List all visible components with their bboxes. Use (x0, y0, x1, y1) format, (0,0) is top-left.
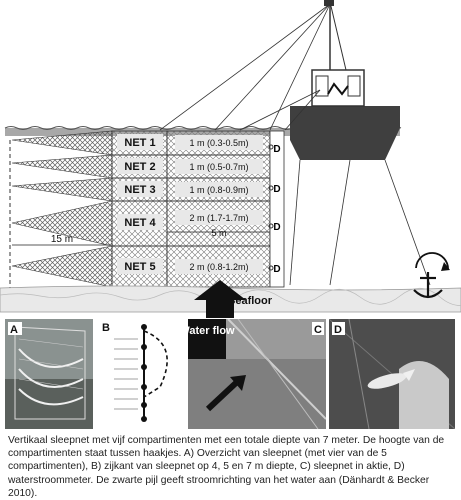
depth-label-2: 1 m (0.5-0.7m) (189, 162, 248, 172)
water-flow-arrow (194, 280, 246, 318)
depth-label-4: 2 m (1.7-1.7m) (189, 213, 248, 223)
meter-label-2: D (273, 184, 280, 195)
panel-a-letter: A (10, 324, 18, 336)
depth-label-5: 2 m (0.8-1.2m) (189, 262, 248, 272)
panel-b-letter: B (102, 322, 110, 334)
net-cone-3 (11, 177, 113, 202)
net-stack: NET 1 NET 2 NET 3 NET 4 NET 5 1 m (0.3-0… (11, 130, 271, 288)
net-label-2: NET 2 (124, 161, 155, 173)
meter-label-1: D (273, 144, 280, 155)
anchor-icon (413, 252, 450, 299)
meter-label-4: D (273, 264, 280, 275)
depth-label-1: 1 m (0.3-0.5m) (189, 138, 248, 148)
net-label-3: NET 3 (124, 184, 155, 196)
tow-lines (159, 3, 431, 286)
panel-a: A (5, 319, 93, 429)
net-label-4: NET 4 (124, 217, 156, 229)
depth-label-3: 1 m (0.8-0.9m) (189, 185, 248, 195)
panel-b: B (96, 319, 186, 429)
panel-d: D (329, 319, 455, 429)
figure-caption: Vertikaal sleepnet met vijf compartiment… (8, 435, 445, 499)
net-cone-2 (11, 154, 113, 179)
panel-c-letter: C (314, 324, 322, 336)
mid-dimension-label: 5 m (211, 228, 226, 238)
meter-label-3: D (273, 222, 280, 233)
boat (290, 0, 400, 160)
panel-c: Water flow C (188, 319, 326, 429)
flow-meter-column: D D D D (268, 130, 285, 288)
net-label-5: NET 5 (124, 261, 155, 273)
panel-d-letter: D (334, 324, 342, 336)
length-dimension-label: 15 m (51, 234, 73, 245)
water-flow-label: Water flow (188, 325, 235, 337)
net-cone-5 (11, 245, 113, 288)
net-label-1: NET 1 (124, 137, 155, 149)
net-diagram: NET 1 NET 2 NET 3 NET 4 NET 5 1 m (0.3-0… (0, 0, 461, 318)
